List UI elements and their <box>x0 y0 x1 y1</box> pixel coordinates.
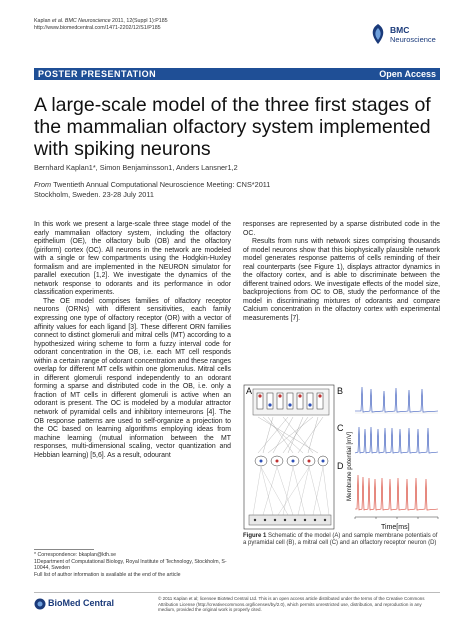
paragraph: In this work we present a large-scale th… <box>34 221 231 297</box>
y-axis-label: Membrane potential [mV] <box>346 432 353 501</box>
pyramidal-cells <box>256 392 324 410</box>
panel-a-label: A <box>246 386 252 396</box>
biomed-central-icon <box>34 598 46 610</box>
article-url[interactable]: http://www.biomedcentral.com/1471-2202/1… <box>34 25 161 31</box>
license-text: © 2011 Kaplan et al; licensee BioMed Cen… <box>158 596 425 613</box>
open-access-label: Open Access <box>379 69 436 79</box>
panel-c-label: C <box>337 423 344 433</box>
footnotes: * Correspondence: bkaplan@kth.se 1Depart… <box>34 552 234 578</box>
bmc-logo-icon <box>372 24 384 44</box>
trace-pyramidal-cell <box>355 386 439 414</box>
figure-caption: Figure 1 Schematic of the model (A) and … <box>243 533 438 547</box>
trace-olfactory-receptor-neuron <box>355 474 439 511</box>
right-column: responses are represented by a sparse di… <box>243 221 440 324</box>
author-info-note: Full list of author information is avail… <box>34 571 181 578</box>
x-axis-label: Time[ms] <box>381 524 410 531</box>
footer-divider <box>34 592 440 593</box>
correspondence[interactable]: * Correspondence: bkaplan@kth.se <box>34 552 116 558</box>
affiliation: 1Department of Computational Biology, Ro… <box>34 558 227 572</box>
bmc-neuroscience-logo: BMC Neuroscience <box>368 20 448 50</box>
article-title: A large-scale model of the three first s… <box>34 94 431 160</box>
author-list: Bernhard Kaplan1*, Simon Benjaminsson1, … <box>34 163 238 172</box>
biomed-central-logo: BioMed Central <box>34 596 144 612</box>
figure-1-graphic: A <box>243 384 439 531</box>
trace-mitral-cell <box>354 426 439 454</box>
journal-citation: Kaplan et al. BMC Neuroscience 2011, 12(… <box>34 18 168 31</box>
poster-presentation-label: POSTER PRESENTATION <box>38 69 157 79</box>
section-banner: POSTER PRESENTATION Open Access <box>34 68 440 80</box>
paragraph: The OE model comprises families of olfac… <box>34 297 231 459</box>
left-column: In this work we present a large-scale th… <box>34 221 231 460</box>
meeting-info: From Twentieth Annual Computational Neur… <box>34 180 271 199</box>
paragraph: Results from runs with network sizes com… <box>243 238 440 323</box>
panel-b-label: B <box>337 386 343 396</box>
footnote-divider <box>34 549 94 550</box>
paragraph: responses are represented by a sparse di… <box>243 221 440 237</box>
figure-1: A <box>243 383 440 531</box>
panel-d-label: D <box>337 461 344 471</box>
